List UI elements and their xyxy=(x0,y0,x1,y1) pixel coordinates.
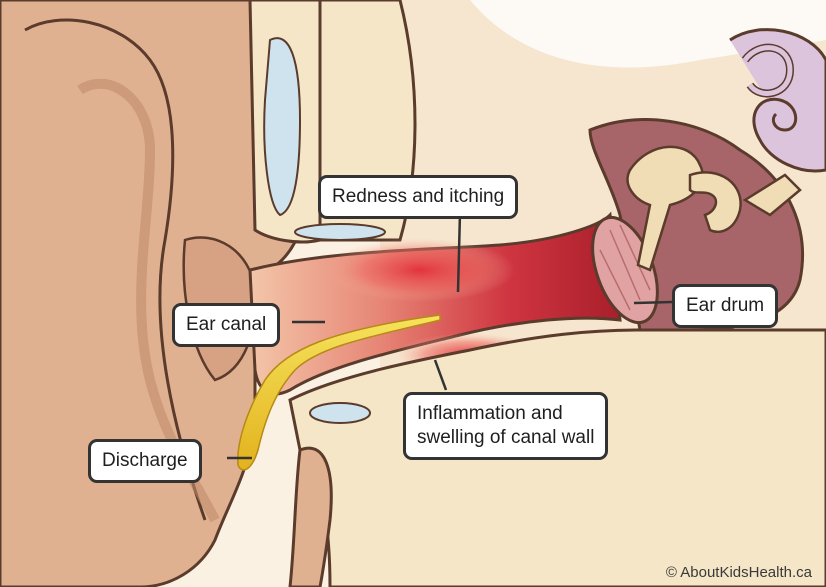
label-ear-canal: Ear canal xyxy=(172,303,280,347)
label-ear-drum: Ear drum xyxy=(672,284,778,328)
redness-patch-upper xyxy=(325,238,515,302)
copyright-notice: © AboutKidsHealth.ca xyxy=(666,564,812,581)
label-discharge: Discharge xyxy=(88,439,202,483)
label-redness-and-itching: Redness and itching xyxy=(318,175,518,219)
cartilage-oval-lower xyxy=(310,403,370,423)
leader-ear-drum xyxy=(634,302,672,303)
label-inflammation: Inflammation and swelling of canal wall xyxy=(403,392,608,460)
upper-cartilage-blue xyxy=(264,38,300,215)
cartilage-oval-upper xyxy=(295,224,385,240)
